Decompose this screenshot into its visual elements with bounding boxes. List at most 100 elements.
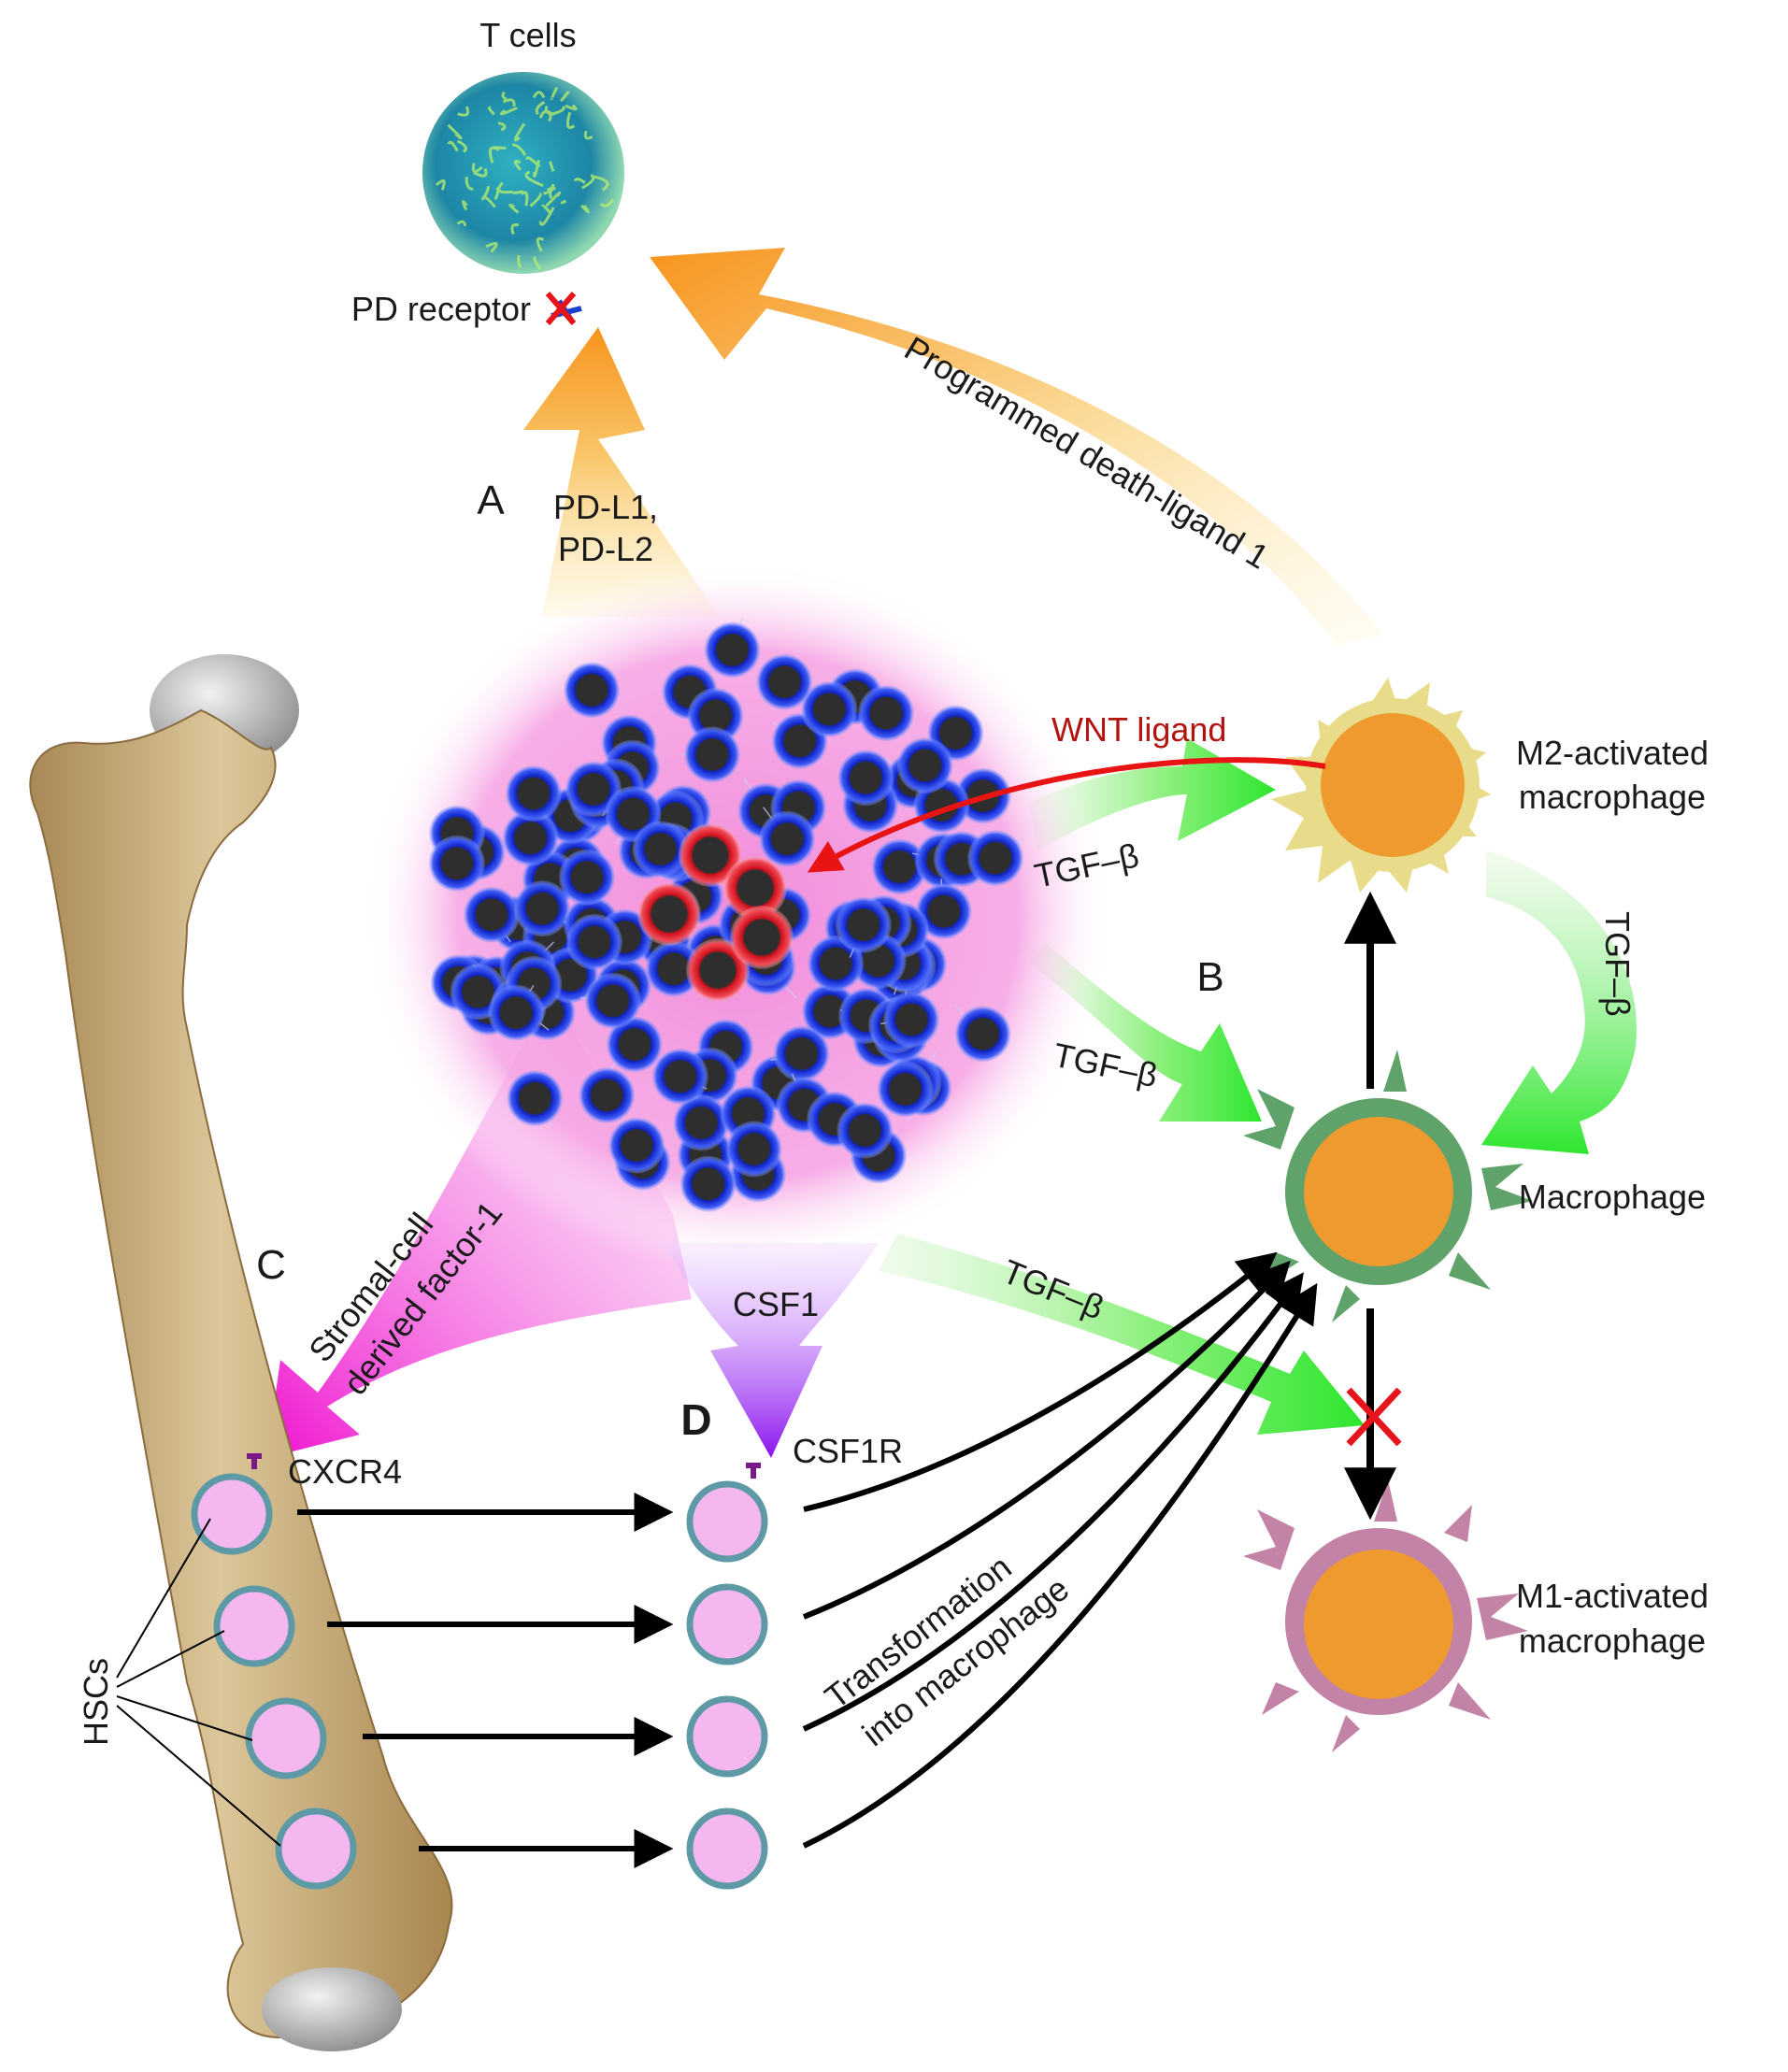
tumor-cell [579, 1066, 636, 1123]
t-cell-texture [524, 170, 544, 188]
tumor-cell [801, 680, 858, 737]
t-cell-texture [559, 91, 570, 103]
cxcr4-label: CXCR4 [288, 1452, 402, 1491]
t-cell-texture [580, 204, 590, 214]
t-cell-texture [573, 178, 586, 184]
t-cell-texture [535, 100, 546, 116]
pd-l1-label: PD-L1, [553, 488, 658, 526]
tgf-arrow-to-m1-blocked [879, 1234, 1365, 1435]
cancer-stem-cell [679, 823, 742, 887]
hsc-pointer-lines [116, 1518, 281, 1847]
t-cell-texture [533, 256, 542, 270]
t-cell-texture [488, 146, 500, 164]
t-cell-texture [497, 181, 514, 194]
pd-l2-label: PD-L2 [558, 530, 653, 568]
t-cell-texture [517, 255, 522, 269]
t-cell-texture [484, 196, 496, 208]
t-cell-texture [583, 130, 594, 140]
wnt-ligand-arrow [807, 757, 1326, 873]
m1-label-line2: macrophage [1519, 1622, 1706, 1660]
csf1-arrow [664, 1243, 879, 1458]
hsc-cell [686, 1583, 768, 1665]
t-cell-texture [532, 91, 546, 99]
hsc-cell [191, 1473, 273, 1555]
tumor-cell [883, 991, 940, 1048]
t-cell-texture [581, 173, 595, 190]
tumor-cell [704, 622, 761, 679]
tumor-cell [565, 913, 622, 970]
pd-ligand-arrow-b [650, 248, 1383, 645]
tumor-cell [502, 809, 559, 866]
t-cell-texture [538, 207, 555, 226]
t-cell-texture [493, 186, 500, 201]
t-cell-icon [422, 72, 624, 274]
tumor-cell [683, 726, 740, 783]
t-cell-texture [473, 168, 488, 178]
pd-ligand-arrow-a [523, 327, 720, 617]
t-cell-texture [520, 191, 529, 207]
t-cell-texture [488, 106, 495, 116]
cancer-stem-cell [730, 906, 794, 969]
hsc-migration-arrows [297, 1493, 674, 1868]
t-cell-texture [550, 86, 559, 101]
cxcr4-receptor-icon [247, 1453, 262, 1469]
hsc-cell [686, 1480, 768, 1563]
t-cell-texture [549, 183, 555, 199]
label-a: A [477, 478, 505, 523]
tumor-cell [835, 896, 892, 953]
t-cell-texture [545, 191, 562, 207]
t-cell-texture [447, 140, 459, 152]
cancer-stem-cell [637, 882, 701, 946]
label-b: B [1196, 954, 1223, 1000]
tumor-cell [915, 883, 972, 940]
tumor-cell [837, 1102, 894, 1159]
tumor-cell [858, 685, 915, 742]
t-cell-texture [465, 177, 474, 191]
red-x-icon [545, 292, 577, 325]
label-d: D [680, 1395, 711, 1444]
t-cell-texture [565, 111, 576, 129]
t-cell-texture [565, 104, 578, 111]
tumor-cell [773, 1025, 830, 1082]
t-cells-label: T cells [479, 16, 576, 54]
hsc-cell [275, 1808, 357, 1890]
t-cell-texture [500, 107, 518, 116]
hsc-cell [245, 1697, 327, 1779]
hsc-cell [686, 1695, 768, 1778]
t-cell-texture [529, 193, 542, 207]
tumor-cell [463, 886, 520, 943]
t-cell-texture [549, 161, 555, 172]
csf1-label: CSF1 [733, 1285, 819, 1323]
tgf-loop-arrow [1481, 850, 1637, 1154]
tumor-cell [645, 940, 702, 997]
t-cell-texture [536, 236, 545, 252]
tumor-cell [632, 821, 689, 878]
tumor-cell [871, 838, 928, 895]
tumor-cell [606, 1016, 663, 1073]
transformation-arrows [802, 1251, 1318, 1849]
tumor-cell [808, 935, 865, 992]
hsc-cell [686, 1808, 768, 1890]
t-cell-texture [461, 200, 468, 211]
t-cell-texture [592, 175, 609, 192]
macrophage-icon [1243, 1050, 1533, 1322]
tumor-cell [559, 849, 616, 906]
t-cell-texture [560, 199, 567, 205]
tumor-cell [564, 662, 621, 719]
t-cell-texture [512, 190, 524, 194]
m2-label-line2: macrophage [1519, 778, 1706, 816]
tumor-cell [954, 1006, 1011, 1063]
red-x-icon [1346, 1387, 1402, 1447]
femur-bone-icon [29, 654, 453, 2051]
tumor-cell [725, 1121, 782, 1178]
t-cell-texture [544, 105, 558, 115]
m2-macrophage-icon [1271, 678, 1491, 893]
t-cell-texture [501, 91, 508, 101]
t-cell-texture [512, 143, 527, 156]
hsc-cell [213, 1585, 295, 1667]
tumor-cell [756, 653, 813, 710]
cancer-stem-cell [723, 856, 787, 920]
t-cell-texture [456, 220, 467, 227]
tumor-cell [608, 1117, 665, 1174]
